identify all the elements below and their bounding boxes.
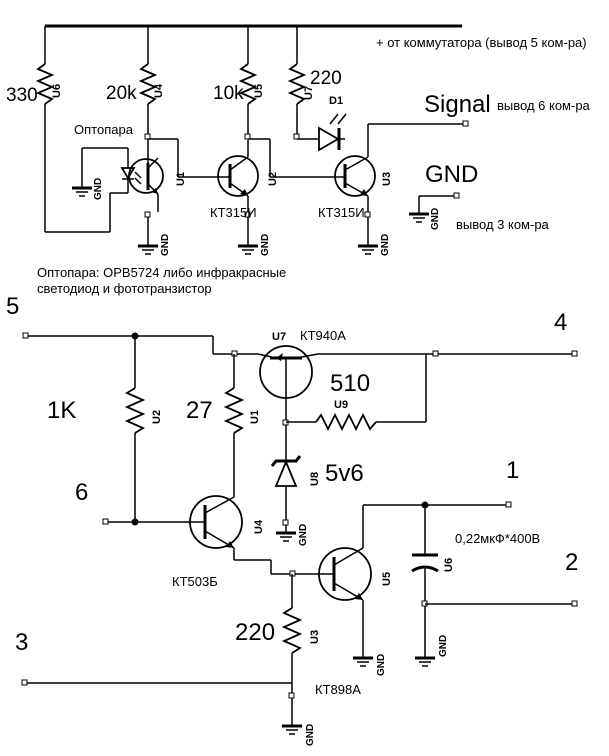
r-u3-value: 220	[235, 619, 275, 646]
node-4: 4	[554, 309, 567, 336]
r-u4-ref: U4	[153, 83, 165, 98]
u4-ref: U4	[253, 519, 265, 534]
resistor-u4: 20k U4	[106, 26, 165, 137]
signal-label: Signal	[424, 91, 491, 118]
resistor-u9: 510 U9	[286, 370, 377, 432]
u2-part: КТ315И	[210, 205, 257, 220]
gnd-pin: вывод 3 ком-ра	[456, 217, 550, 232]
resistor-u2: 1K U2	[47, 336, 163, 522]
transistor-u3: GND U3 КТ315И	[318, 120, 469, 256]
r-u3-ref: U3	[309, 630, 321, 644]
node-5: 5	[6, 293, 19, 320]
r-u2-ref: U2	[151, 410, 163, 424]
u7-part: КТ940А	[300, 328, 346, 343]
r-u5-ref: U5	[253, 84, 265, 98]
top-circuit: + от коммутатора (вывод 5 ком-ра) 330 U6…	[6, 24, 591, 296]
gnd-label-u1: GND	[160, 234, 171, 256]
gnd-label-u5: GND	[376, 654, 387, 676]
gnd-label-opto: GND	[93, 178, 104, 200]
node-3: 3	[15, 629, 28, 656]
transistor-u7: U7 КТ940А	[257, 328, 578, 445]
optocoupler-u1: Оптопара GND	[70, 122, 213, 256]
resistor-u7: 220 U7	[287, 26, 342, 140]
u3-ref: U3	[381, 172, 393, 186]
r-u2-value: 1K	[47, 397, 76, 424]
u4-part: КТ503Б	[172, 574, 218, 589]
u7-ref: U7	[272, 331, 286, 343]
capacitor-u6: GND U6 0,22мкФ*400В	[411, 501, 578, 668]
u1-ref: U1	[175, 172, 187, 186]
gnd-output: GND	[407, 192, 460, 230]
optocoupler-title: Оптопара	[74, 122, 134, 137]
d1-ref: D1	[329, 95, 343, 107]
r-u9-ref: U9	[334, 399, 348, 411]
node-1: 1	[506, 457, 519, 484]
r-u1-ref: U1	[249, 410, 261, 424]
r-u9-value: 510	[330, 370, 370, 397]
c-u6-value: 0,22мкФ*400В	[455, 531, 540, 546]
node-6: 6	[75, 479, 88, 506]
r-u4-value: 20k	[106, 83, 137, 104]
r-u6-ref: U6	[51, 84, 63, 98]
gnd-label-u3: GND	[305, 724, 316, 746]
r-u5-value: 10k	[213, 83, 244, 104]
optocoupler-note-line1: Оптопара: OPB5724 либо инфракрасные	[37, 265, 286, 280]
z-u8-value: 5v6	[325, 460, 364, 487]
r-u7-ref: U7	[303, 86, 315, 100]
gnd-label-u3: GND	[380, 234, 391, 256]
r-u6-value: 330	[6, 85, 38, 106]
gnd-label-output: GND	[430, 208, 441, 230]
resistor-u6: 330 U6	[6, 26, 128, 233]
supply-label: + от коммутатора (вывод 5 ком-ра)	[376, 35, 587, 50]
resistor-u5: 10k U5	[213, 26, 265, 137]
u5-part: КТ898А	[315, 682, 361, 697]
r-u1-value: 27	[186, 397, 213, 424]
resistor-u1: 27 U1	[186, 354, 261, 492]
transistor-u5: GND U5 КТ898А	[315, 501, 512, 697]
bottom-circuit: 5 4 6 3 1 2 1K U2 27 U1	[6, 293, 578, 746]
z-u8-ref: U8	[309, 472, 321, 486]
gnd-label-u8: GND	[298, 524, 309, 546]
resistor-u3: 220 U3 GND	[235, 574, 321, 746]
transistor-u4: U4 КТ503Б	[172, 492, 318, 589]
led-d1: D1	[297, 95, 347, 152]
gnd-label-u2: GND	[260, 234, 271, 256]
u5-ref: U5	[381, 572, 393, 586]
c-u6-ref: U6	[443, 558, 455, 572]
gnd-output-label: GND	[425, 161, 478, 188]
node-2: 2	[565, 549, 578, 576]
r-u7-value: 220	[310, 68, 342, 89]
zener-u8: GND 5v6 U8	[270, 445, 364, 546]
u2-ref: U2	[267, 172, 279, 186]
signal-pin: вывод 6 ком-ра	[497, 98, 591, 113]
transistor-u2: GND U2 КТ315И	[210, 133, 335, 256]
u3-part: КТ315И	[318, 205, 365, 220]
optocoupler-note-line2: светодиод и фототранзистор	[37, 281, 212, 296]
gnd-label-c6: GND	[438, 635, 449, 657]
